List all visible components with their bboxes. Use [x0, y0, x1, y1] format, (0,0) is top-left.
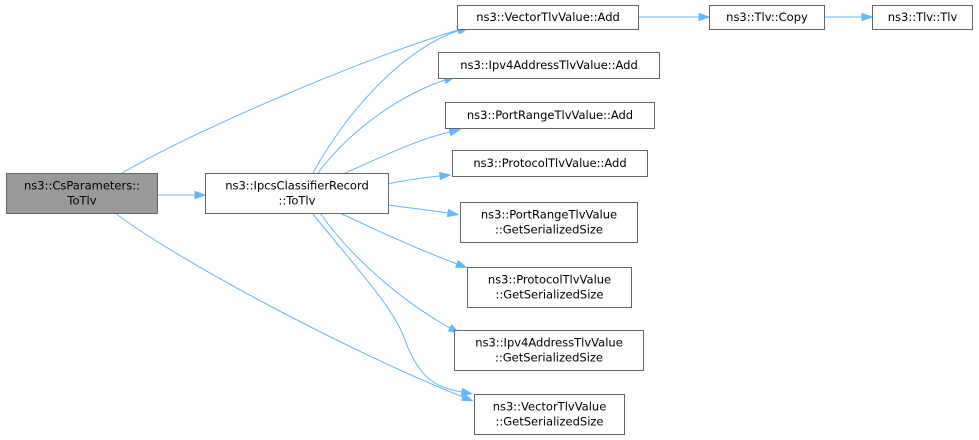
node-protocol-size[interactable]: ns3::ProtocolTlvValue::GetSerializedSize [467, 267, 632, 308]
node-portrange-add[interactable]: ns3::PortRangeTlvValue::Add [445, 102, 655, 129]
edge-line [339, 212, 458, 265]
node-label: ::GetSerializedSize [495, 223, 603, 237]
node-box [438, 52, 660, 79]
node-box [709, 5, 825, 30]
node-cs-totlv[interactable]: ns3::CsParameters::ToTlv [6, 173, 158, 214]
edge-ipcs_totlv-to-ipv4_size [319, 212, 461, 334]
node-label: ns3::VectorTlvValue::Add [476, 10, 620, 24]
node-box [467, 267, 632, 308]
node-label: ToTlv [66, 194, 96, 208]
edge-ipcs_totlv-to-ipv4_add [317, 76, 456, 174]
node-label: ::GetSerializedSize [495, 351, 603, 365]
node-label: ns3::IpcsClassifierRecord [225, 179, 369, 193]
node-tlv-tlv[interactable]: ns3::Tlv::Tlv [872, 5, 973, 30]
node-ipv4-add[interactable]: ns3::Ipv4AddressTlvValue::Add [438, 52, 660, 79]
node-box [460, 202, 638, 243]
node-label: ns3::PortRangeTlvValue::Add [467, 108, 633, 122]
node-tlv-copy[interactable]: ns3::Tlv::Copy [709, 5, 825, 30]
node-box [452, 150, 648, 177]
node-label: ns3::Tlv::Copy [726, 10, 808, 24]
node-label: ns3::ProtocolTlvValue [488, 273, 611, 287]
edge-ipcs_totlv-to-protocol_size [339, 212, 468, 269]
edge-line [114, 212, 464, 398]
arrowhead-icon [455, 259, 468, 269]
edge-line [344, 131, 451, 174]
edge-vector_add-to-tlv_copy [638, 12, 711, 22]
arrowhead-icon [698, 12, 711, 22]
node-box [445, 102, 655, 129]
node-label: ns3::Ipv4AddressTlvValue [475, 336, 623, 350]
edge-line [317, 79, 446, 174]
edge-line [319, 212, 451, 329]
edge-cs_totlv-to-vector_add [121, 26, 470, 174]
arrowhead-icon [194, 190, 207, 200]
node-label: ns3::ProtocolTlvValue::Add [473, 156, 626, 170]
node-label: ::ToTlv [279, 194, 316, 208]
node-label: ::GetSerializedSize [496, 288, 604, 302]
arrowhead-icon [460, 392, 474, 402]
edge-cs_totlv-to-ipcs_totlv [157, 190, 207, 200]
node-label: ns3::Tlv::Tlv [888, 10, 958, 24]
node-label: ns3::Ipv4AddressTlvValue::Add [460, 58, 638, 72]
node-box [457, 5, 639, 30]
edge-line [121, 29, 459, 174]
edge-ipcs_totlv-to-protocol_add [387, 171, 452, 185]
node-label: ns3::VectorTlvValue [493, 400, 607, 414]
node-vector-add[interactable]: ns3::VectorTlvValue::Add [457, 5, 639, 30]
edge-line [312, 29, 461, 174]
edge-line [387, 204, 449, 214]
node-ipcs-totlv[interactable]: ns3::IpcsClassifierRecord::ToTlv [205, 173, 389, 214]
node-label: ns3::PortRangeTlvValue [481, 208, 617, 222]
edge-tlv_copy-to-tlv_tlv [824, 12, 874, 22]
node-box [474, 394, 625, 435]
edge-ipcs_totlv-to-vector_size [311, 212, 474, 397]
node-protocol-add[interactable]: ns3::ProtocolTlvValue::Add [452, 150, 648, 177]
node-box [872, 5, 973, 30]
edge-line [387, 175, 441, 185]
arrowhead-icon [439, 171, 452, 181]
edge-line [311, 212, 463, 393]
node-portrange-size[interactable]: ns3::PortRangeTlvValue::GetSerializedSiz… [460, 202, 638, 243]
arrowhead-icon [448, 128, 462, 137]
node-ipv4-size[interactable]: ns3::Ipv4AddressTlvValue::GetSerializedS… [454, 330, 644, 371]
nodes-layer: ns3::CsParameters::ToTlv ns3::IpcsClassif… [6, 5, 973, 435]
edge-ipcs_totlv-to-portrange_add [344, 128, 462, 174]
arrowhead-icon [446, 208, 460, 218]
edge-ipcs_totlv-to-portrange_size [387, 204, 460, 218]
edge-cs_totlv-to-vector_size [114, 212, 474, 402]
node-box [454, 330, 644, 371]
node-box [205, 173, 389, 214]
node-label: ns3::CsParameters:: [24, 179, 140, 193]
arrowhead-icon [460, 387, 474, 397]
node-vector-size[interactable]: ns3::VectorTlvValue::GetSerializedSize [474, 394, 625, 435]
node-label: ::GetSerializedSize [496, 415, 604, 429]
node-box [6, 173, 158, 214]
arrowhead-icon [861, 12, 874, 22]
